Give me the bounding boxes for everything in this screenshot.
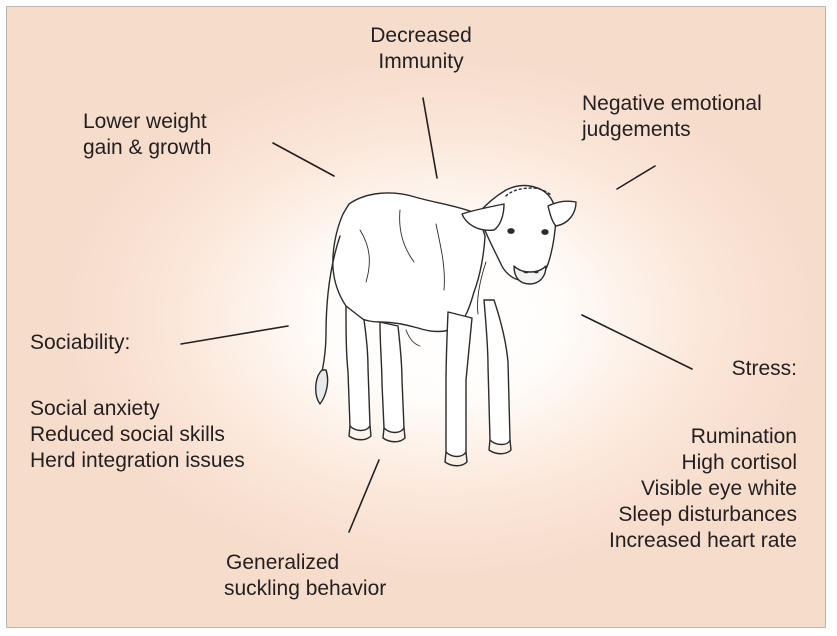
label-line: suckling behavior bbox=[224, 576, 386, 602]
stress-list: Rumination High cortisol Visible eye whi… bbox=[500, 424, 797, 554]
label-generalized-suckling-behavior: Generalized suckling behavior bbox=[224, 550, 386, 602]
sociability-item: Social anxiety bbox=[30, 396, 245, 422]
stress-item: Visible eye white bbox=[500, 476, 797, 502]
label-line: Generalized bbox=[224, 550, 386, 576]
stress-item: High cortisol bbox=[500, 450, 797, 476]
label-line: Negative emotional bbox=[582, 91, 762, 117]
stress-item: Sleep disturbances bbox=[500, 502, 797, 528]
sociability-list: Social anxiety Reduced social skills Her… bbox=[30, 396, 245, 474]
label-line: Immunity bbox=[336, 49, 506, 75]
label-line: Decreased bbox=[336, 23, 506, 49]
stress-item: Increased heart rate bbox=[500, 528, 797, 554]
sociability-item: Reduced social skills bbox=[30, 422, 245, 448]
label-stress-title: Stress: bbox=[600, 356, 797, 382]
sociability-item: Herd integration issues bbox=[30, 448, 245, 474]
label-sociability-title: Sociability: bbox=[30, 330, 130, 356]
label-decreased-immunity: Decreased Immunity bbox=[336, 23, 506, 75]
stress-item: Rumination bbox=[500, 424, 797, 450]
label-lower-weight-gain: Lower weight gain & growth bbox=[83, 109, 211, 161]
label-line: gain & growth bbox=[83, 135, 211, 161]
connector-emotional bbox=[617, 166, 655, 189]
label-negative-emotional-judgements: Negative emotional judgements bbox=[582, 91, 762, 143]
connector-suckling bbox=[349, 460, 379, 532]
connector-weight bbox=[273, 143, 334, 176]
label-line: Lower weight bbox=[83, 109, 211, 135]
connector-sociability bbox=[181, 326, 288, 344]
label-line: judgements bbox=[582, 117, 762, 143]
connector-immunity bbox=[423, 98, 437, 178]
